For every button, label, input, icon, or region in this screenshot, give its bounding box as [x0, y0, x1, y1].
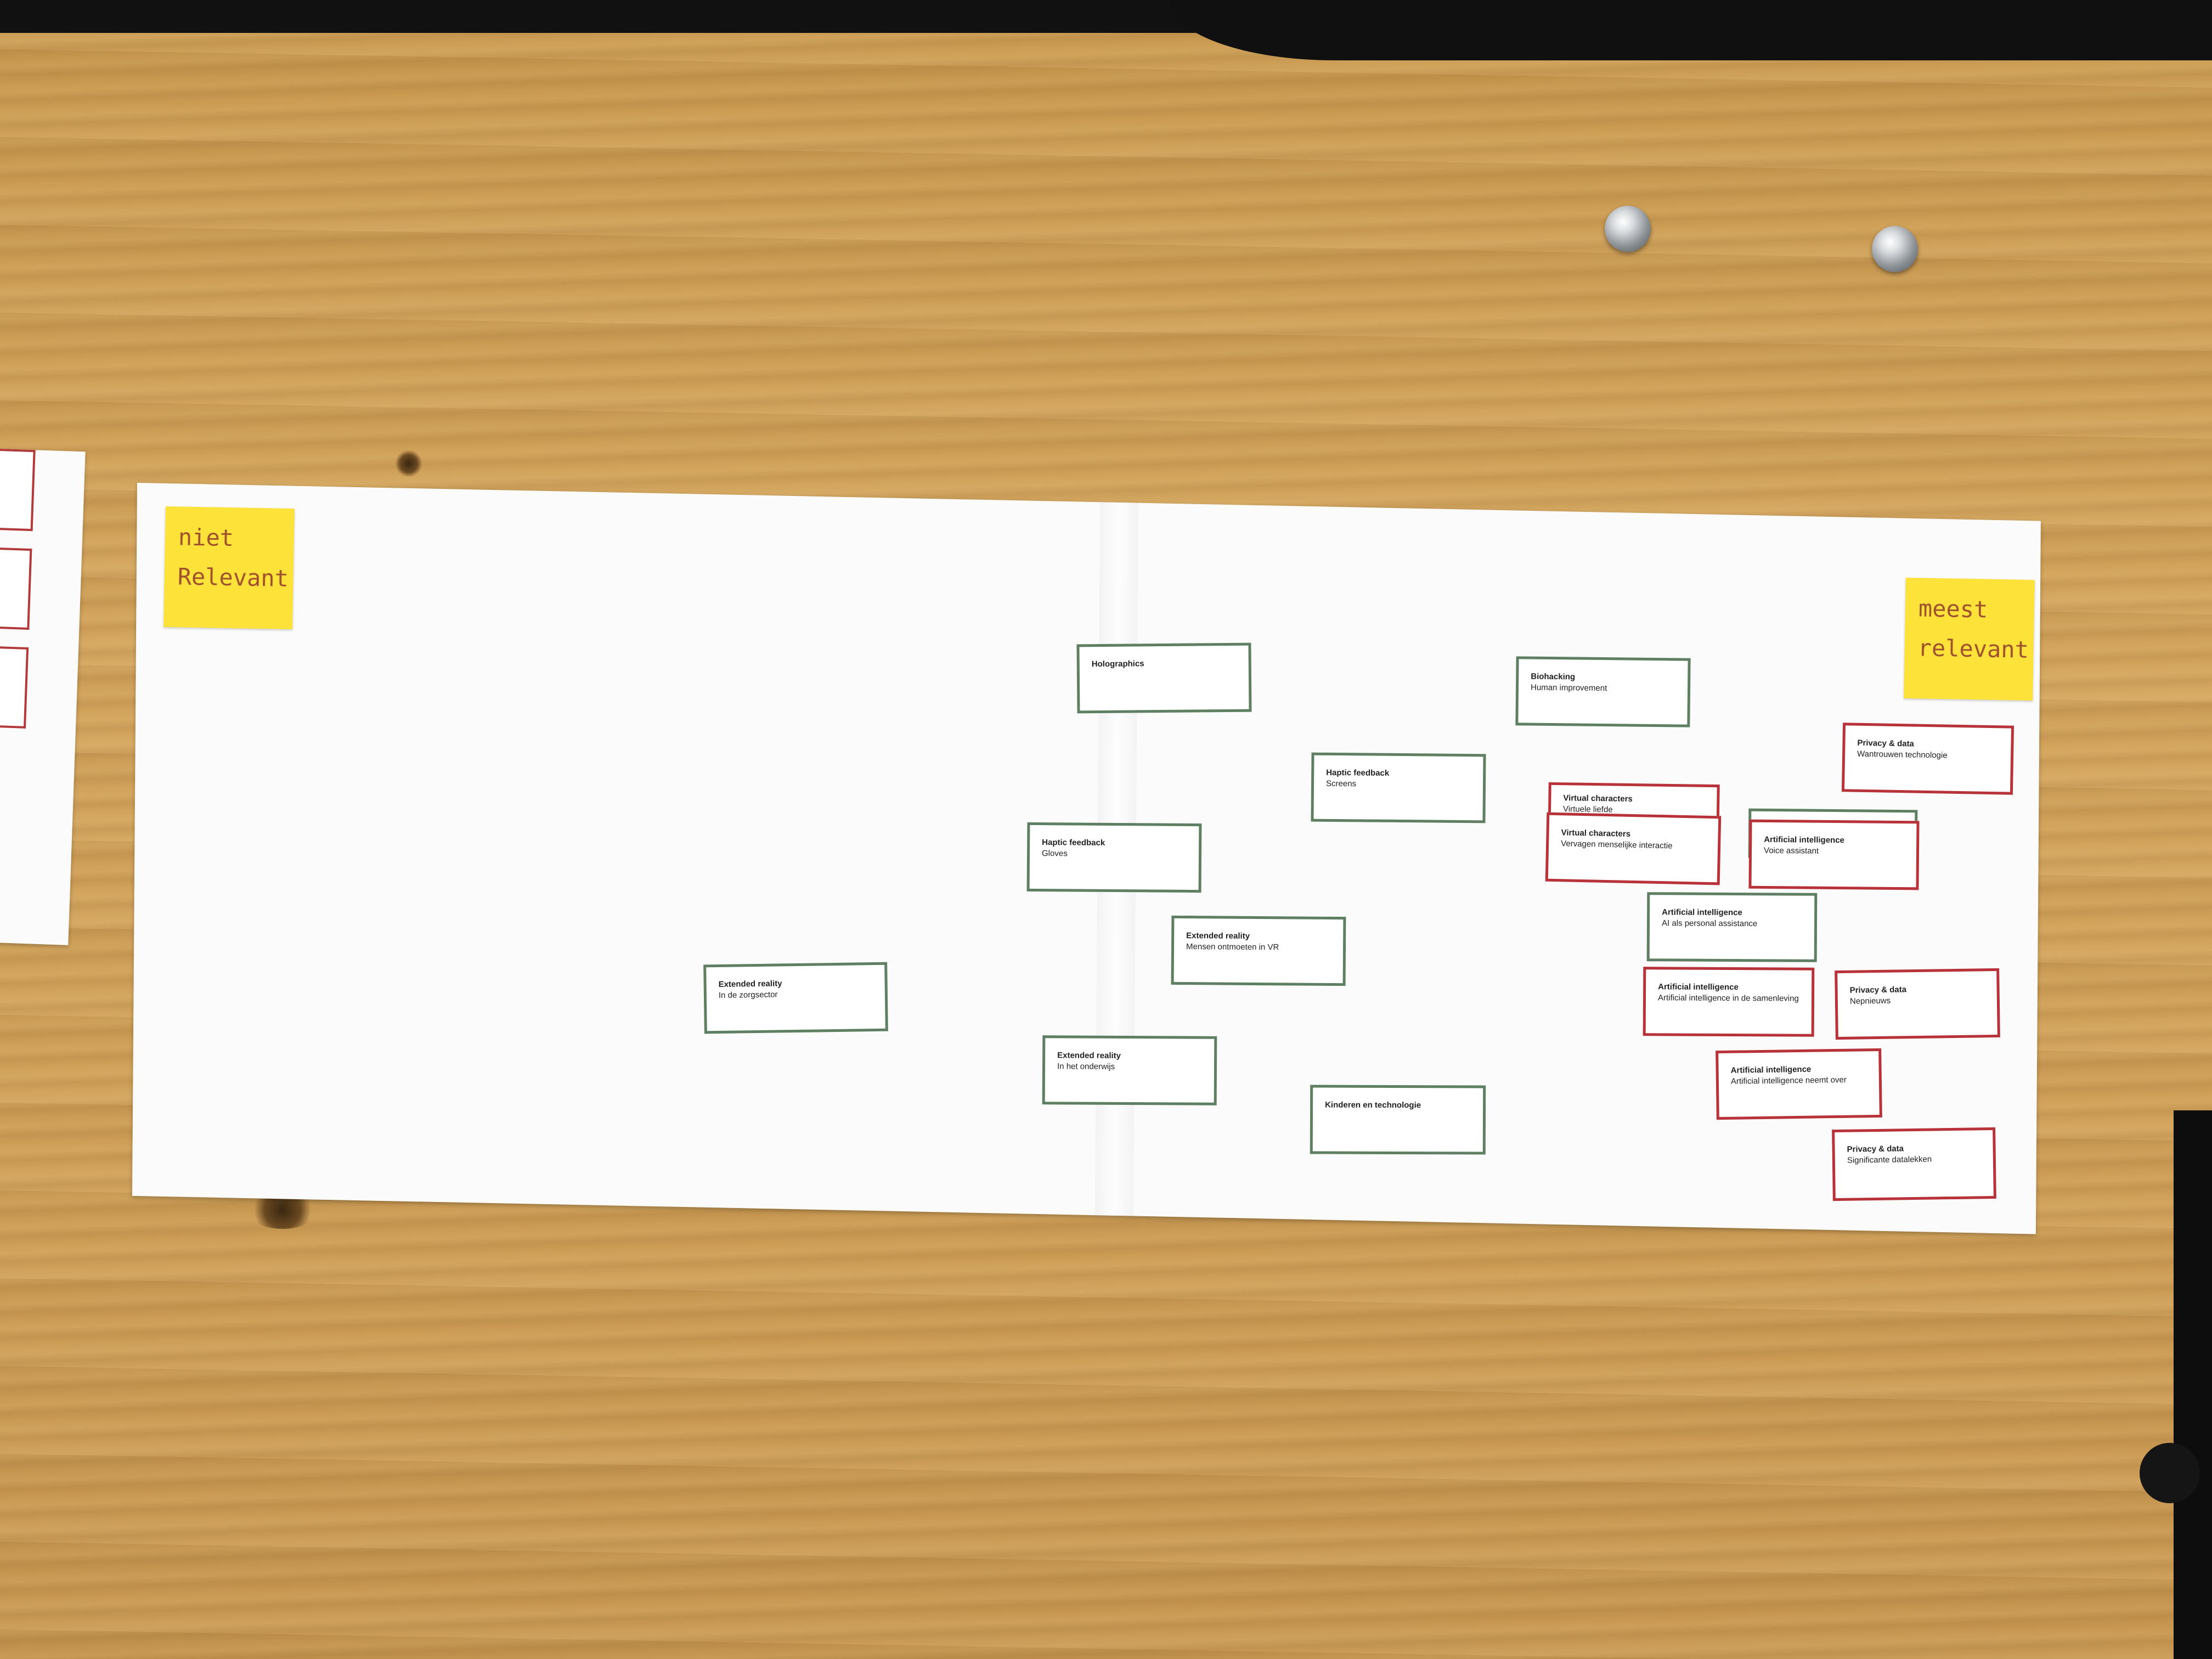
card-haptic-gloves[interactable]: Haptic feedback Gloves	[1026, 822, 1202, 893]
card-title: Extended reality	[1186, 931, 1250, 941]
card-title: Extended reality	[1057, 1051, 1121, 1060]
card-subtitle: Nepnieuws	[1849, 996, 1891, 1006]
card-biohacking[interactable]: Biohacking Human improvement	[1515, 656, 1691, 727]
card-ai-voice-assistant[interactable]: Artificial intelligence Voice assistant	[1748, 819, 1920, 890]
card-title: Artificial intelligence	[1764, 834, 1845, 845]
wood-knot	[395, 450, 422, 477]
card-title: Haptic feedback	[1326, 768, 1390, 778]
card-title: Artificial intelligence	[1658, 982, 1739, 992]
card-ai-personal-assistance[interactable]: Artificial intelligence AI als personal …	[1646, 892, 1818, 962]
table-edge-shadow	[2174, 1110, 2212, 1659]
card-ai-neemt-over[interactable]: Artificial intelligence Artificial intel…	[1716, 1048, 1882, 1120]
card-subtitle: In de zorgsector	[718, 990, 778, 1000]
card-title: Kinderen en technologie	[1325, 1100, 1421, 1110]
card-subtitle: Human improvement	[1530, 682, 1607, 693]
card-subtitle: AI als personal assistance	[1661, 918, 1758, 929]
card-subtitle: Screens	[1325, 778, 1357, 789]
card-subtitle: Voice assistant	[1763, 845, 1819, 856]
card-xr-onderwijs[interactable]: Extended reality In het onderwijs	[1042, 1035, 1217, 1105]
magnet-icon	[1872, 226, 1918, 272]
sticky-note-niet-relevant: niet Relevant	[163, 506, 295, 630]
card-subtitle: Gloves	[1041, 849, 1068, 859]
card-title: Haptic feedback	[1042, 838, 1105, 848]
card-title: Biohacking	[1531, 672, 1576, 682]
card-privacy-nepnieuws[interactable]: Privacy & data Nepnieuws	[1835, 968, 2000, 1040]
card-virtual-vervagen[interactable]: Virtual characters Vervagen menselijke i…	[1545, 812, 1722, 885]
sticky-text: meest	[1918, 595, 1988, 623]
card-privacy-wantrouwen[interactable]: Privacy & data Wantrouwen technologie	[1841, 723, 2015, 795]
sticky-text: niet	[178, 523, 234, 552]
card-kinderen[interactable]: Kinderen en technologie	[1310, 1085, 1486, 1155]
magnet-icon	[1605, 206, 1651, 252]
card-title: Holographics	[1091, 659, 1144, 669]
card-subtitle: Wantrouwen technologie	[1857, 749, 1948, 760]
card-xr-vr[interactable]: Extended reality Mensen ontmoeten in VR	[1171, 915, 1346, 986]
card-subtitle: Artificial intelligence in de samenlevin…	[1657, 993, 1799, 1003]
card-haptic-screens[interactable]: Haptic feedback Screens	[1311, 752, 1486, 823]
card-title: Artificial intelligence	[1662, 907, 1742, 918]
sticky-text: relevant	[1917, 634, 2029, 663]
card-subtitle: Significante datalekken	[1847, 1154, 1932, 1165]
card-subtitle: Vervagen menselijke interactie	[1560, 839, 1673, 851]
card-ai-samenleving[interactable]: Artificial intelligence Artificial intel…	[1643, 967, 1815, 1037]
card-subtitle: In het onderwijs	[1057, 1062, 1115, 1071]
wood-knot	[2140, 1443, 2200, 1503]
floor-background-right	[1170, 0, 2212, 60]
card-subtitle: Mensen ontmoeten in VR	[1186, 942, 1279, 952]
floor-background	[0, 0, 1234, 33]
partial-card	[0, 645, 29, 729]
sticky-note-meest-relevant: meest relevant	[1904, 577, 2035, 701]
card-xr-zorgsector[interactable]: Extended reality In de zorgsector	[703, 962, 888, 1034]
card-subtitle: Artificial intelligence neemt over	[1730, 1075, 1847, 1086]
card-holographics[interactable]: Holographics	[1076, 642, 1252, 714]
partial-card	[0, 547, 32, 630]
sticky-text: Relevant	[177, 563, 289, 592]
partial-card	[0, 448, 36, 532]
card-privacy-datalekken[interactable]: Privacy & data Significante datalekken	[1832, 1127, 1996, 1201]
